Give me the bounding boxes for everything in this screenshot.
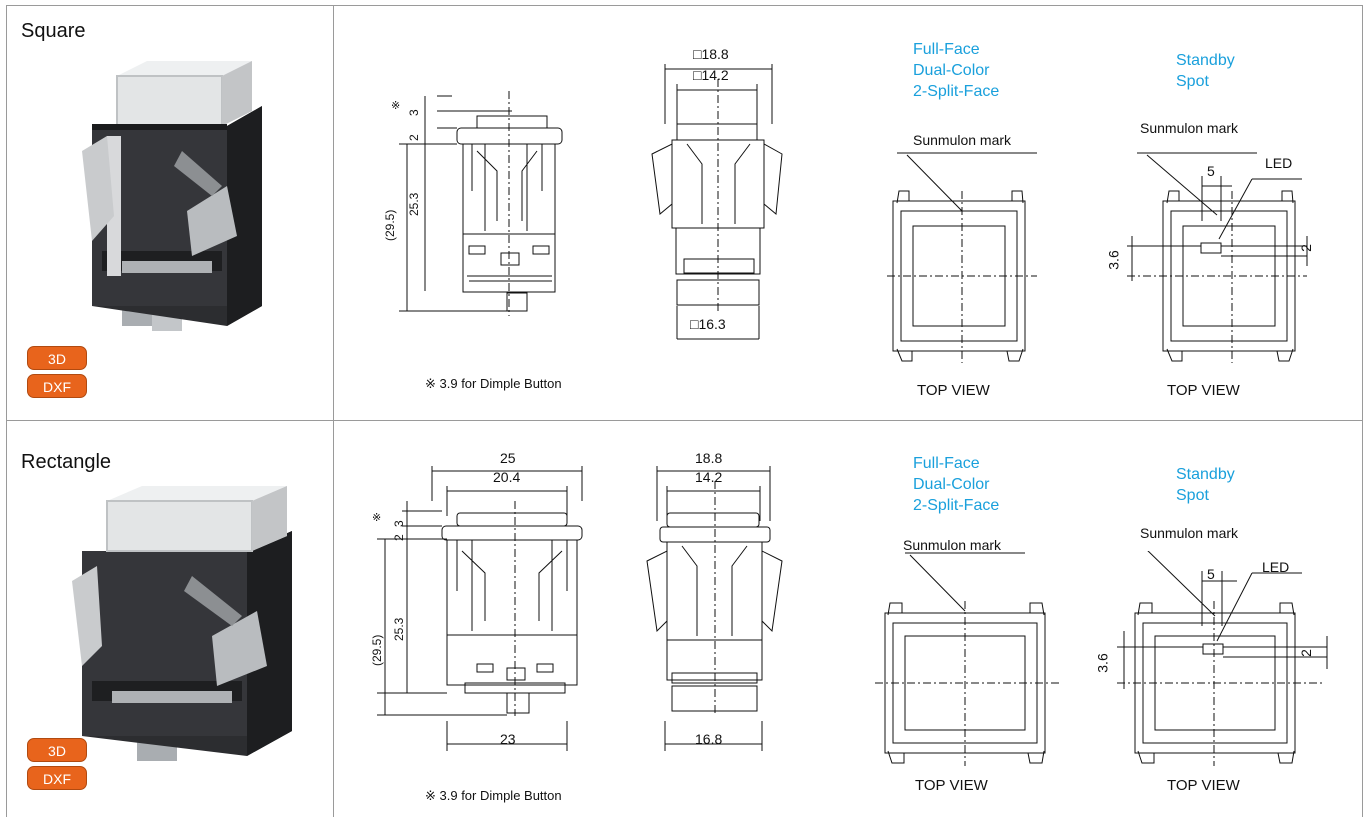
square-top-view-standby-spot — [1127, 152, 1308, 363]
top-view-caption: TOP VIEW — [915, 777, 988, 794]
top-view-caption: TOP VIEW — [917, 382, 990, 399]
shape-label: Square — [21, 20, 86, 42]
led-label: LED — [1262, 559, 1290, 575]
color-type-full-face: Full-Face — [913, 41, 980, 58]
square-front-view-drawing — [651, 64, 783, 340]
square-side-view-drawing: (29.5) 25.3 2 3 ※ — [383, 91, 563, 316]
download-3d-button[interactable]: 3D — [27, 738, 87, 762]
front-outer-dim: □18.8 — [693, 46, 729, 62]
footnote: ※ 3.9 for Dimple Button — [425, 376, 562, 391]
top-view-caption: TOP VIEW — [1167, 382, 1240, 399]
rectangle-switch-photo — [72, 486, 292, 761]
sunmulon-mark-label: Sunmulon mark — [903, 537, 1002, 553]
rectangle-row: Rectangle 3D DXF — [6, 420, 1363, 817]
svg-text:2: 2 — [392, 534, 406, 541]
square-switch-photo — [82, 61, 262, 331]
front-bottom-dim: 16.8 — [695, 731, 723, 747]
led-y-dim: 3.6 — [1105, 250, 1122, 270]
front-bottom-dim: □16.3 — [690, 316, 726, 332]
color-type-list: Standby Spot — [1176, 464, 1235, 506]
color-type-2-split: 2-Split-Face — [913, 83, 1000, 100]
download-3d-button[interactable]: 3D — [27, 346, 87, 370]
color-type-spot: Spot — [1176, 487, 1209, 504]
front-inner-dim: □14.2 — [693, 67, 729, 83]
color-type-spot: Spot — [1176, 73, 1209, 90]
rectangle-top-view-standby-spot — [1117, 551, 1328, 766]
column-divider — [333, 421, 334, 817]
top-view-caption: TOP VIEW — [1167, 777, 1240, 794]
square-row: Square 3D DXF — [6, 5, 1363, 421]
svg-text:25.3: 25.3 — [392, 617, 406, 641]
color-type-list: Standby Spot — [1176, 50, 1235, 92]
color-type-list: Full-Face Dual-Color 2-Split-Face — [913, 39, 999, 102]
led-label: LED — [1265, 155, 1293, 171]
color-type-dual-color: Dual-Color — [913, 476, 990, 493]
led-h-dim: 2 — [1297, 649, 1314, 657]
svg-text:(29.5): (29.5) — [370, 635, 384, 666]
sunmulon-mark-label: Sunmulon mark — [913, 132, 1012, 148]
svg-text:3: 3 — [407, 109, 421, 116]
svg-text:※: ※ — [372, 512, 381, 524]
footnote: ※ 3.9 for Dimple Button — [425, 788, 562, 803]
side-outer-dim: 25 — [500, 450, 516, 466]
side-inner-dim: 20.4 — [493, 469, 521, 485]
rectangle-top-view-full-face — [875, 552, 1060, 766]
led-x-dim: 5 — [1207, 566, 1215, 582]
color-type-full-face: Full-Face — [913, 455, 980, 472]
rectangle-front-view-drawing — [646, 466, 783, 751]
color-type-list: Full-Face Dual-Color 2-Split-Face — [913, 453, 999, 516]
rectangle-side-view-drawing: (29.5) 25.3 2 3 ※ — [370, 466, 583, 751]
led-x-dim: 5 — [1207, 163, 1215, 179]
front-outer-dim: 18.8 — [695, 450, 723, 466]
download-dxf-button[interactable]: DXF — [27, 766, 87, 790]
svg-text:2: 2 — [407, 134, 421, 141]
column-divider — [333, 6, 334, 420]
sunmulon-mark-label: Sunmulon mark — [1140, 120, 1239, 136]
color-type-standby: Standby — [1176, 52, 1235, 69]
svg-text:※: ※ — [391, 100, 400, 112]
square-top-view-full-face — [887, 152, 1037, 363]
front-inner-dim: 14.2 — [695, 469, 723, 485]
svg-text:25.3: 25.3 — [407, 192, 421, 216]
sunmulon-mark-label: Sunmulon mark — [1140, 525, 1239, 541]
led-y-dim: 3.6 — [1094, 653, 1111, 673]
led-h-dim: 2 — [1297, 244, 1314, 252]
color-type-2-split: 2-Split-Face — [913, 497, 1000, 514]
download-dxf-button[interactable]: DXF — [27, 374, 87, 398]
shape-label: Rectangle — [21, 451, 112, 473]
color-type-standby: Standby — [1176, 466, 1235, 483]
svg-text:(29.5): (29.5) — [383, 210, 397, 241]
side-bottom-dim: 23 — [500, 731, 516, 747]
svg-text:3: 3 — [392, 520, 406, 527]
color-type-dual-color: Dual-Color — [913, 62, 990, 79]
